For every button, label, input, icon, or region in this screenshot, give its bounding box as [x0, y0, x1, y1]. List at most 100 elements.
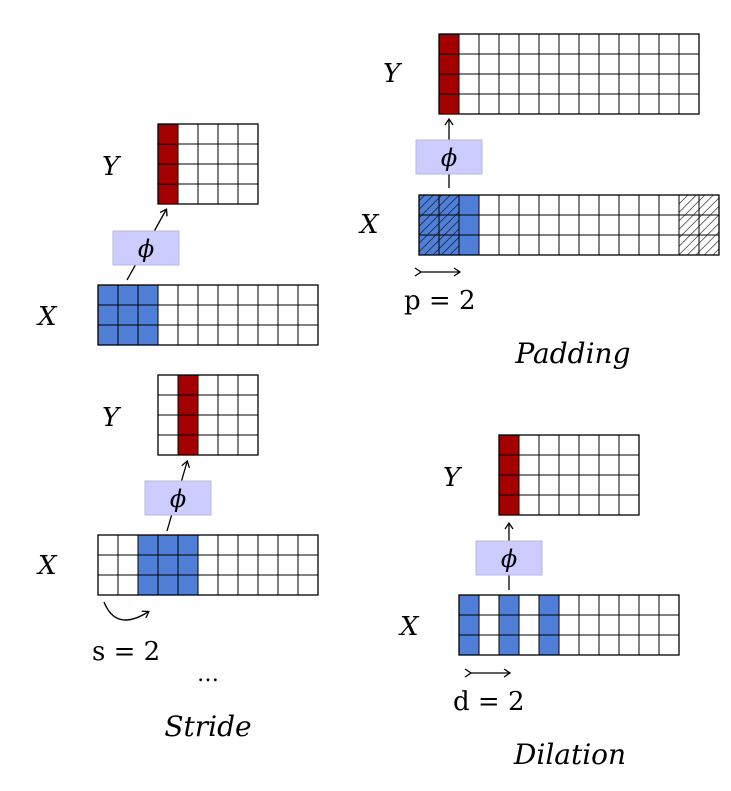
- basic-input-cell: [217, 304, 239, 326]
- padding-output-cell: [618, 93, 640, 115]
- stride-input-cell: [237, 534, 259, 556]
- dilation-input-cell: [538, 634, 560, 656]
- basic-input-cell: [197, 324, 219, 346]
- padding-output-cell: [658, 53, 680, 75]
- padding-input-cell: [578, 234, 600, 256]
- padding-input-cell: [598, 234, 620, 256]
- dilation-output-cell: [618, 494, 640, 516]
- basic-input-cell: [237, 284, 259, 306]
- padding-input-cell: [638, 194, 660, 216]
- stride-output-cell: [177, 394, 199, 416]
- stride-output-cell: [157, 434, 179, 456]
- padding-output-cell: [438, 93, 460, 115]
- basic-output-cell: [157, 143, 179, 165]
- padding-output-cell: [618, 73, 640, 95]
- stride-output-cell: [217, 414, 239, 436]
- basic-input-cell: [157, 324, 179, 346]
- padding-output-cell: [538, 33, 560, 55]
- dilation-output-border: [498, 434, 640, 516]
- stride-input-cell: [97, 574, 119, 596]
- padding-output-grid: [438, 33, 700, 115]
- padding-input-cell: [558, 214, 580, 236]
- padding-input-cell: [478, 234, 500, 256]
- dilation-output-cell: [598, 494, 620, 516]
- basic-output-grid: [157, 123, 259, 205]
- stride-output-cell: [157, 394, 179, 416]
- panel-stride: Y ϕ X s = 2 … Stride: [36, 374, 319, 743]
- dilation-phi-box: ϕ: [475, 540, 543, 576]
- padding-input-cell: [518, 214, 540, 236]
- basic-input-label: X: [36, 302, 58, 332]
- basic-output-cell: [177, 123, 199, 145]
- padding-output-cell: [538, 53, 560, 75]
- stride-input-cell: [197, 574, 219, 596]
- padding-input-cell: [538, 234, 560, 256]
- padding-output-cell: [658, 93, 680, 115]
- dilation-input-cell: [478, 594, 500, 616]
- stride-input-cell: [237, 574, 259, 596]
- padding-output-cell: [438, 73, 460, 95]
- padding-input-cell: [498, 194, 520, 216]
- stride-input-cell: [197, 534, 219, 556]
- dilation-output-cell: [518, 494, 540, 516]
- stride-input-cell: [217, 534, 239, 556]
- dilation-input-cell: [538, 594, 560, 616]
- dilation-input-cell: [498, 594, 520, 616]
- basic-input-cell: [117, 304, 139, 326]
- basic-output-cell: [177, 163, 199, 185]
- basic-input-cell: [97, 284, 119, 306]
- dilation-input-cell: [518, 594, 540, 616]
- padding-input-cell: [518, 194, 540, 216]
- basic-input-cell: [257, 324, 279, 346]
- stride-output-border: [157, 374, 259, 456]
- dilation-input-cell: [558, 594, 580, 616]
- basic-output-cell: [217, 143, 239, 165]
- padding-output-cell: [518, 73, 540, 95]
- stride-param: s = 2: [92, 637, 160, 667]
- padding-output-cell: [458, 53, 480, 75]
- padding-output-cell: [558, 33, 580, 55]
- dilation-input-cell: [578, 634, 600, 656]
- dilation-input-grid: [458, 594, 680, 656]
- basic-output-cell: [157, 183, 179, 205]
- dilation-output-cell: [578, 434, 600, 456]
- stride-input-cell: [277, 534, 299, 556]
- stride-input-cell: [297, 534, 319, 556]
- dilation-input-label: X: [398, 612, 420, 642]
- padding-input-label: X: [358, 210, 380, 240]
- padding-input-cell: [458, 194, 480, 216]
- basic-input-cell: [217, 284, 239, 306]
- basic-output-cell: [157, 123, 179, 145]
- padding-input-cell: [618, 234, 640, 256]
- stride-input-cell: [117, 534, 139, 556]
- padding-input-cell: [638, 234, 660, 256]
- padding-output-cell: [618, 33, 640, 55]
- padding-output-cell: [638, 73, 660, 95]
- basic-output-cell: [177, 143, 199, 165]
- basic-input-cell: [197, 284, 219, 306]
- padding-input-cell: [458, 234, 480, 256]
- padding-phi-box: ϕ: [415, 139, 483, 175]
- basic-input-cell: [97, 304, 119, 326]
- padding-param: p = 2: [404, 286, 476, 316]
- dilation-output-cell: [518, 474, 540, 496]
- basic-input-cell: [297, 324, 319, 346]
- dilation-input-cell: [558, 614, 580, 636]
- padding-output-cell: [578, 93, 600, 115]
- dilation-input-cell: [458, 614, 480, 636]
- dilation-output-cell: [618, 434, 640, 456]
- panel-padding: Y ϕ X p = 2 Padding: [358, 33, 720, 370]
- basic-output-cell: [197, 183, 219, 205]
- padding-output-cell: [678, 33, 700, 55]
- dilation-input-cell: [578, 614, 600, 636]
- stride-output-cell: [177, 414, 199, 436]
- padding-phi-symbol: ϕ: [441, 144, 457, 172]
- stride-input-cell: [177, 534, 199, 556]
- basic-output-cell: [237, 143, 259, 165]
- dilation-title: Dilation: [513, 738, 626, 771]
- stride-output-cell: [197, 394, 219, 416]
- basic-phi-rect: [112, 230, 180, 266]
- padding-input-cell: [538, 194, 560, 216]
- stride-input-cell: [157, 554, 179, 576]
- padding-input-padding-cell: [438, 214, 460, 236]
